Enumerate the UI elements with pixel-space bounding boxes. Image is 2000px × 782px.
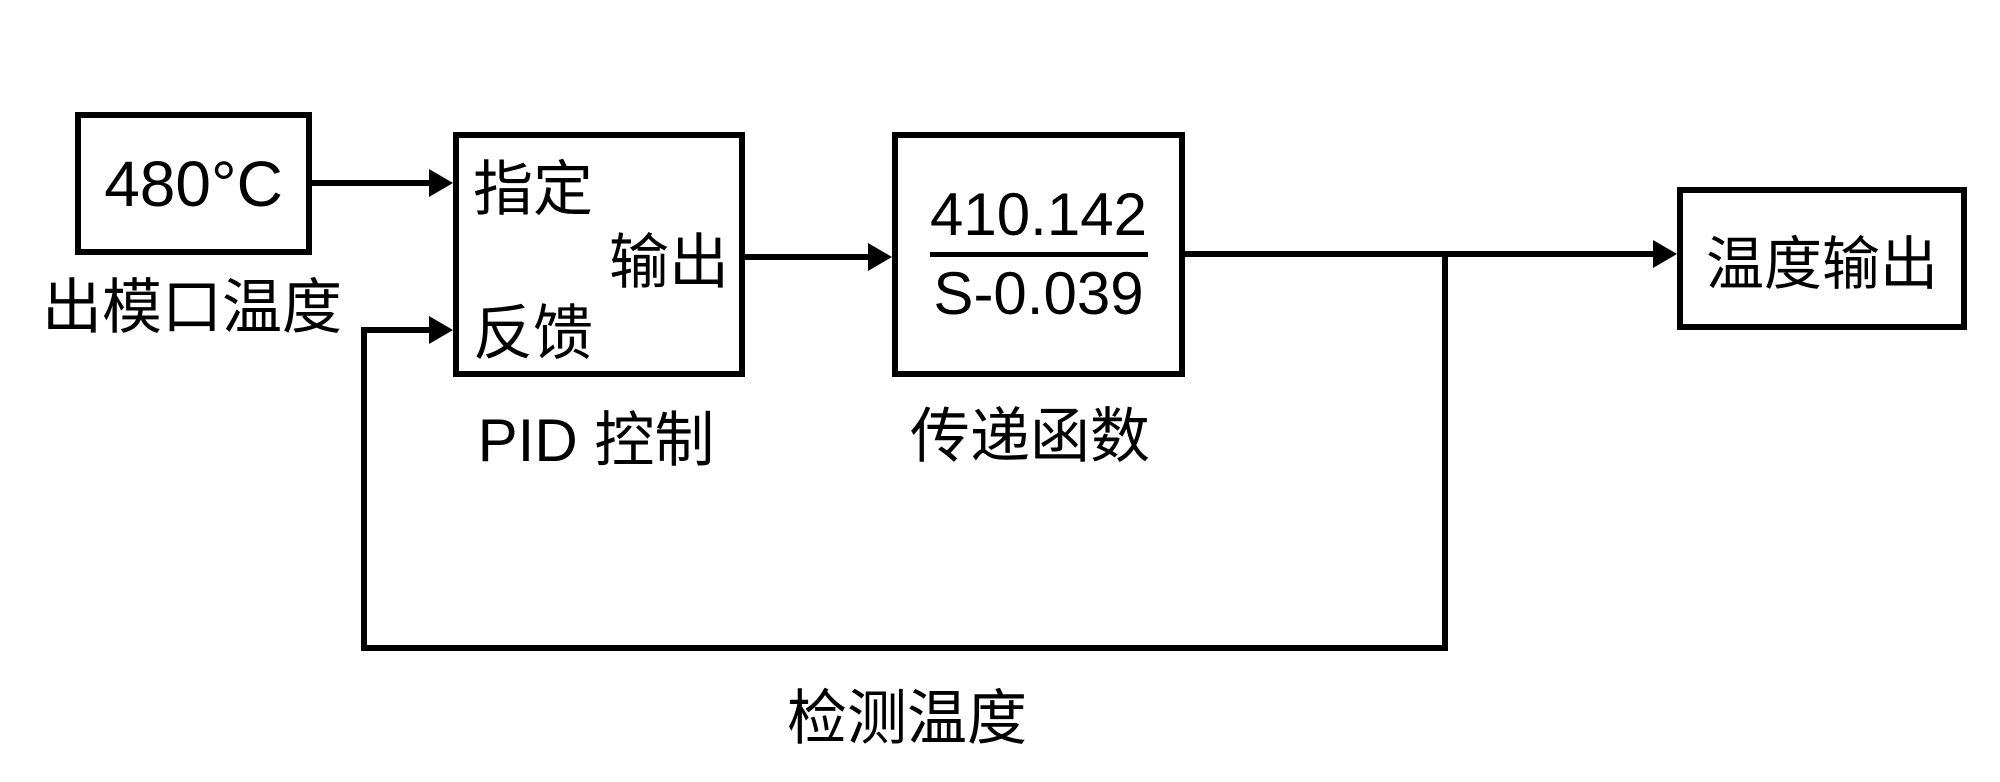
- transfer-function-box: 410.142 S-0.039: [892, 132, 1185, 377]
- setpoint-caption: 出模口温度: [42, 274, 342, 341]
- feedback-loop-wire: [361, 254, 1448, 651]
- transfer-function-numerator: 410.142: [930, 181, 1147, 248]
- arrow-transfer-function-to-output: [1185, 240, 1677, 268]
- arrowhead-icon: [868, 243, 892, 271]
- pid-port-input-bottom: 反馈: [473, 300, 593, 367]
- temperature-output-label: 温度输出: [1705, 231, 1938, 297]
- pid-controller-box: 指定 输出 反馈: [453, 132, 745, 377]
- arrowhead-icon: [429, 169, 453, 197]
- arrowhead-icon: [429, 316, 453, 344]
- setpoint-value: 480°C: [104, 147, 283, 220]
- arrow-setpoint-to-pid: [312, 169, 453, 197]
- temperature-output-box: 温度输出: [1677, 187, 1967, 330]
- setpoint-box: 480°C: [75, 112, 312, 255]
- pid-port-input-top: 指定: [473, 156, 593, 223]
- arrow-pid-to-transfer-function: [745, 243, 892, 271]
- fraction-bar: [929, 252, 1148, 257]
- pid-port-output: 输出: [609, 229, 729, 296]
- transfer-function-denominator: S-0.039: [933, 260, 1144, 327]
- arrowhead-icon: [1653, 240, 1677, 268]
- pid-caption: PID 控制: [477, 407, 715, 474]
- feedback-caption: 检测温度: [787, 685, 1027, 752]
- transfer-function-caption: 传递函数: [910, 403, 1150, 470]
